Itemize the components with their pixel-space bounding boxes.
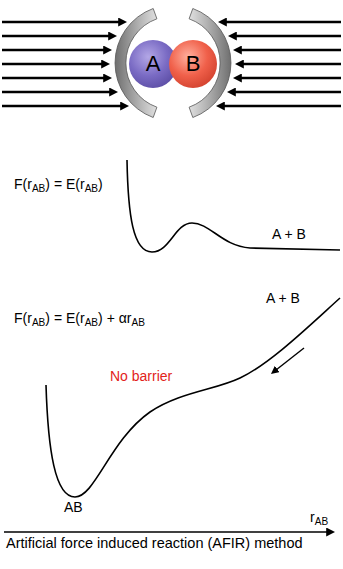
equation-label: F(rAB) = E(rAB) [14,176,103,192]
text-run: ) + αr [98,310,131,326]
atom-letter: A [146,52,161,76]
annotation: No barrier [110,368,172,384]
force-arrow [2,77,105,80]
force-arrow [242,63,341,66]
subscript: AB [131,317,144,328]
text-run: A + B [272,226,306,242]
force-arrow [234,91,341,94]
state-label: AB [64,499,83,515]
text-run: ) [98,176,103,192]
state-label: A + B [272,226,306,242]
atom-circle: B [169,40,217,88]
text-run: No barrier [110,368,172,384]
text-run: F(r [14,310,32,326]
equation-label: F(rAB) = E(rAB) + αrAB [14,310,145,326]
text-run: AB [64,499,83,515]
force-arrow [235,35,341,38]
force-arrow [2,63,103,66]
force-arrow [225,21,341,24]
text-run: A + B [266,290,300,306]
atom-letter: B [186,52,201,76]
force-arrow [2,21,120,24]
force-arrow [223,105,341,108]
force-arrow [2,105,122,108]
energy-curve [127,160,340,252]
axis-label: rAB [310,509,328,525]
subscript: AB [32,183,45,194]
figure-caption: Artificial force induced reaction (AFIR)… [6,535,306,551]
text-run: B [186,51,201,76]
state-label: A + B [266,290,300,306]
text-run: ) = E(r [45,310,84,326]
force-arrow [2,35,110,38]
text-run: ) = E(r [45,176,84,192]
subscript: AB [32,317,45,328]
text-run: A [146,51,161,76]
force-arrow [240,77,341,80]
path-arrow [276,348,304,370]
text-run: F(r [14,176,32,192]
axis-line [4,531,328,533]
force-arrow [2,91,111,94]
subscript: AB [85,317,98,328]
force-arrow [240,49,341,52]
subscript: AB [315,516,328,527]
force-arrows [2,22,341,106]
afir-curve [46,298,340,497]
subscript: AB [85,183,98,194]
force-arrow [2,49,105,52]
text-run: r [310,509,315,525]
